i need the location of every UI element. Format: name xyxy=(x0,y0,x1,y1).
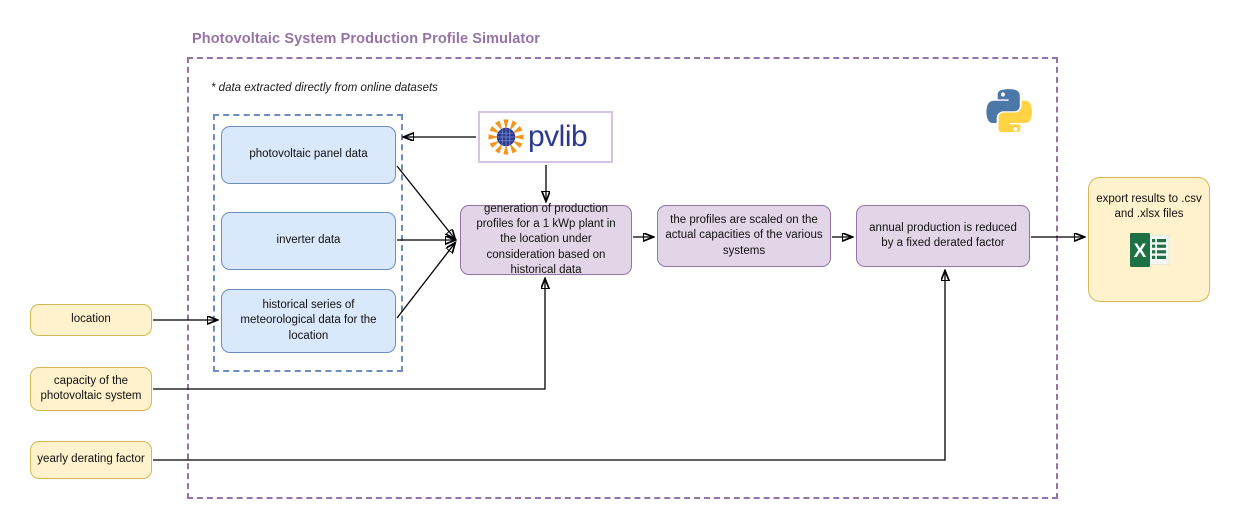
node-label: the profiles are scaled on the actual ca… xyxy=(665,214,823,257)
node-export-results[interactable]: export results to .csv and .xlsx files xyxy=(1088,177,1210,302)
sun-icon xyxy=(488,119,524,155)
node-generation-of-production-profiles[interactable]: generation of production profiles for a … xyxy=(460,203,632,276)
node-label: yearly derating factor xyxy=(37,453,145,466)
arrow-panel-to-generation xyxy=(396,165,455,239)
node-label: inverter data xyxy=(276,234,341,247)
page-title: Photovoltaic System Production Profile S… xyxy=(192,31,541,47)
node-input-location[interactable]: location xyxy=(30,304,152,336)
pvlib-wordmark: pvlib xyxy=(528,120,588,153)
arrow-historical-to-generation xyxy=(396,243,455,319)
node-label: capacity of the photovoltaic system xyxy=(40,374,142,402)
node-input-yearly-derating-factor[interactable]: yearly derating factor xyxy=(30,441,152,479)
datasets-note: * data extracted directly from online da… xyxy=(211,82,438,94)
node-profiles-scaled-to-capacity[interactable]: the profiles are scaled on the actual ca… xyxy=(657,205,831,267)
node-label: generation of production profiles for a … xyxy=(476,203,616,276)
excel-icon: X xyxy=(1127,232,1171,268)
svg-text:X: X xyxy=(1134,241,1147,262)
node-label: annual production is reduced by a fixed … xyxy=(869,221,1017,249)
arrow-capacity-to-generation xyxy=(153,279,545,390)
node-label: export results to .csv and .xlsx files xyxy=(1096,193,1202,221)
node-historical-meteorological-data[interactable]: historical series of meteorological data… xyxy=(221,289,396,353)
node-label: location xyxy=(71,313,111,326)
node-label: historical series of meteorological data… xyxy=(240,299,377,342)
simulator-boundary-container xyxy=(187,57,1058,499)
python-logo-icon xyxy=(986,86,1033,135)
node-input-capacity[interactable]: capacity of the photovoltaic system xyxy=(30,367,152,411)
node-inverter-data[interactable]: inverter data xyxy=(221,212,396,270)
pvlib-logo: pvlib xyxy=(478,111,613,163)
node-label: photovoltaic panel data xyxy=(249,148,368,161)
node-annual-production-derated[interactable]: annual production is reduced by a fixed … xyxy=(856,205,1030,267)
online-datasets-container xyxy=(213,114,403,372)
arrow-derating-factor-to-derating xyxy=(153,271,945,461)
node-photovoltaic-panel-data[interactable]: photovoltaic panel data xyxy=(221,126,396,184)
